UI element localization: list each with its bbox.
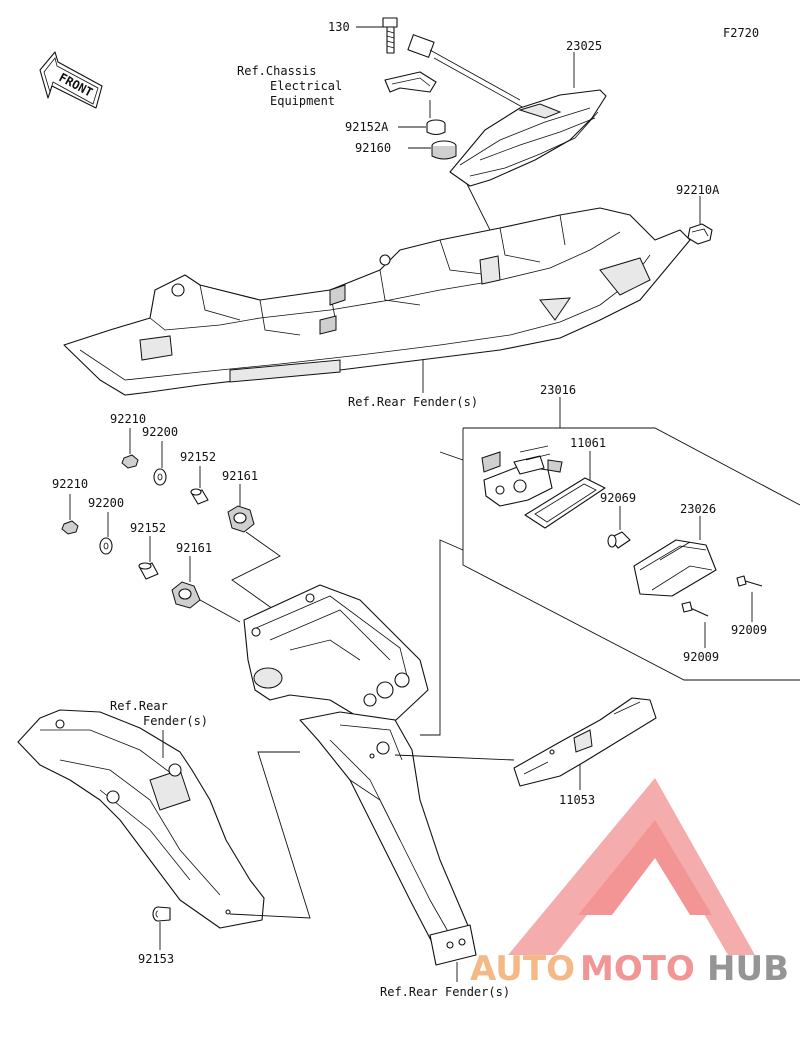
part-23025-cowl <box>449 89 607 187</box>
label-92009-right: 92009 <box>731 623 767 637</box>
sub-fender-panel <box>17 709 265 929</box>
label-11053: 11053 <box>559 793 595 807</box>
lens-cover-23026 <box>633 539 717 597</box>
label-23026: 23026 <box>680 502 716 516</box>
label-92210A: 92210A <box>676 183 720 197</box>
label-92210-top: 92210 <box>110 412 146 426</box>
label-92161-top: 92161 <box>222 469 258 483</box>
grommet-92160 <box>431 140 457 160</box>
collar-92152A <box>426 119 446 136</box>
label-92069: 92069 <box>600 491 636 505</box>
label-92161-bottom: 92161 <box>176 541 212 555</box>
ref-chassis-bracket <box>384 71 437 93</box>
license-bracket-body <box>243 584 477 966</box>
collar-92153 <box>152 906 171 922</box>
nut-92210-top <box>121 454 139 469</box>
grommet-92161-bottom <box>171 581 201 609</box>
label-92152A: 92152A <box>345 120 389 134</box>
diagram-code: F2720 <box>723 26 759 40</box>
front-direction-arrow: FRONT <box>39 51 103 109</box>
logo-triangle-inner <box>578 820 712 915</box>
watermark-logo: AUTO MOTO HUB <box>470 778 789 989</box>
plate-bracket-11053 <box>513 697 657 787</box>
screw-92009-left <box>681 601 709 617</box>
label-ref-rear-fender-bottom: Ref.Rear Fender(s) <box>380 985 510 999</box>
label-92210-bottom: 92210 <box>52 477 88 491</box>
screw-92009-right <box>736 575 763 587</box>
bulb-92069 <box>607 531 631 549</box>
label-11061: 11061 <box>570 436 606 450</box>
label-ref-rear-fender-left-1: Ref.Rear <box>110 699 168 713</box>
label-92160: 92160 <box>355 141 391 155</box>
label-92152-bottom: 92152 <box>130 521 166 535</box>
washer-92200-bottom <box>99 537 113 555</box>
washer-92200-top <box>153 468 167 486</box>
label-ref-chassis-2: Electrical <box>270 79 342 93</box>
label-92009-left: 92009 <box>683 650 719 664</box>
bolt-130 <box>382 17 398 54</box>
label-ref-chassis-1: Ref.Chassis <box>237 64 316 78</box>
label-130: 130 <box>328 20 350 34</box>
label-23016: 23016 <box>540 383 576 397</box>
label-ref-rear-fender-left-2: Fender(s) <box>143 714 208 728</box>
license-lamp-socket <box>481 445 563 507</box>
logo-text-hub: HUB <box>707 949 789 989</box>
tail-light-cable <box>407 34 525 109</box>
rear-fender-frame <box>63 207 691 396</box>
nut-92210A <box>687 223 713 245</box>
label-92152-top: 92152 <box>180 450 216 464</box>
logo-text-moto: MOTO <box>580 949 695 989</box>
assembly-box-23016 <box>462 427 800 681</box>
logo-text-auto: AUTO <box>470 949 575 989</box>
label-ref-rear-fender-top: Ref.Rear Fender(s) <box>348 395 478 409</box>
label-23025: 23025 <box>566 39 602 53</box>
label-92200-top: 92200 <box>142 425 178 439</box>
collar-92152-bottom <box>138 562 159 580</box>
gasket-11061 <box>524 477 606 529</box>
label-ref-chassis-3: Equipment <box>270 94 335 108</box>
label-92200-bottom: 92200 <box>88 496 124 510</box>
collar-92152-top <box>190 488 209 505</box>
label-92153: 92153 <box>138 952 174 966</box>
logo-triangle-outer <box>508 778 755 955</box>
nut-92210-bottom <box>61 520 79 535</box>
grommet-92161-top <box>227 505 255 533</box>
